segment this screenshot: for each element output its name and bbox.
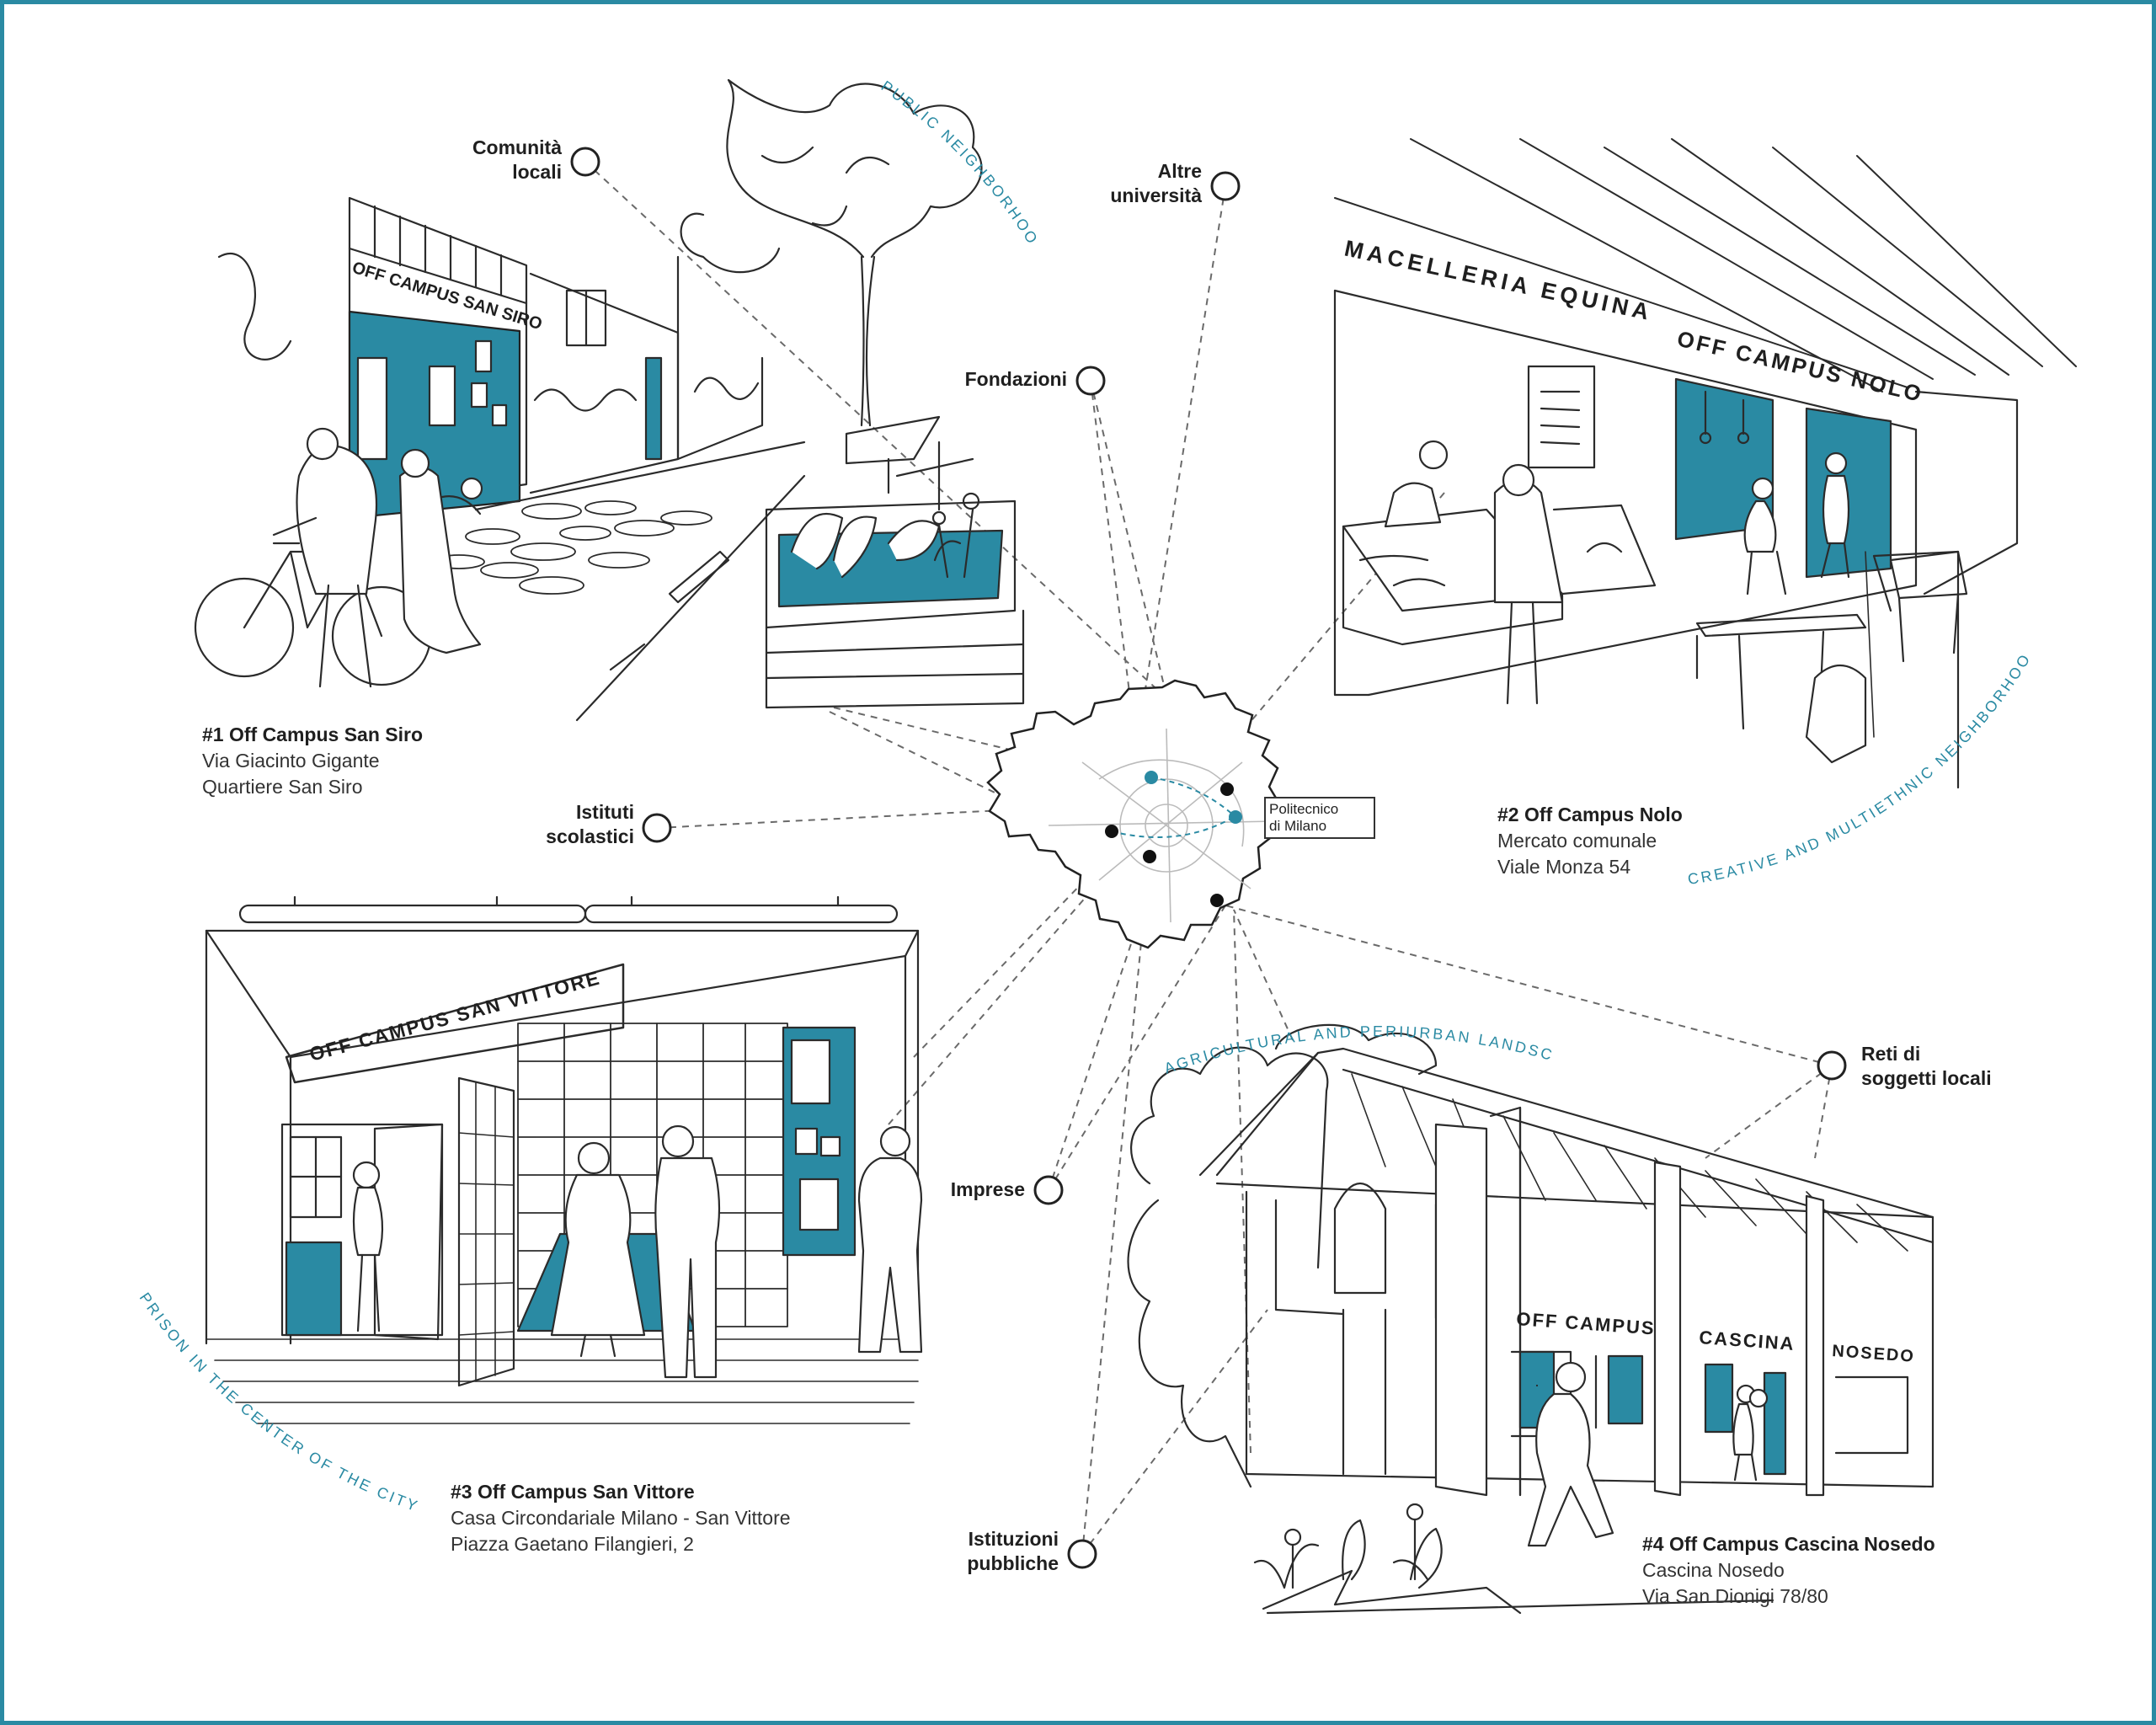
label-fondazioni: Fondazioni [914, 367, 1067, 392]
milan-map [988, 681, 1279, 948]
caption-line: Quartiere San Siro [202, 774, 423, 800]
caption-title: #4 Off Campus Cascina Nosedo [1642, 1531, 1935, 1557]
arc-public: PUBLIC NEIGHBORHOOD [4, 4, 1042, 248]
caption-line: Mercato comunale [1497, 828, 1683, 854]
node-imprese [1035, 1177, 1062, 1204]
caption-line: Via San Dionigi 78/80 [1642, 1583, 1935, 1610]
label-istituzioni: Istituzioni pubbliche [914, 1527, 1059, 1576]
scene-nolo [1335, 139, 2076, 788]
node-fondazioni [1077, 367, 1104, 394]
scene-planter [681, 80, 1023, 708]
caption-san-siro: #1 Off Campus San Siro Via Giacinto Giga… [202, 722, 423, 800]
label-reti: Reti di soggetti locali [1861, 1042, 2047, 1091]
sign-macelleria: MACELLERIA EQUINA [1342, 236, 1656, 326]
node-reti [1818, 1052, 1845, 1079]
caption-line: Cascina Nosedo [1642, 1557, 1935, 1583]
label-altre-universita: Altre università [1074, 159, 1202, 208]
caption-title: #2 Off Campus Nolo [1497, 802, 1683, 828]
caption-nolo: #2 Off Campus Nolo Mercato comunale Vial… [1497, 802, 1683, 880]
node-istituti [643, 814, 670, 841]
caption-cascina: #4 Off Campus Cascina Nosedo Cascina Nos… [1642, 1531, 1935, 1610]
label-istituti: Istituti scolastici [510, 800, 634, 849]
sign-san-vittore: OFF CAMPUS SAN VITTORE [307, 966, 603, 1065]
caption-line: Piazza Gaetano Filangieri, 2 [451, 1531, 791, 1557]
caption-san-vittore: #3 Off Campus San Vittore Casa Circondar… [451, 1479, 791, 1557]
label-comunita: Comunità locali [442, 136, 562, 184]
caption-title: #3 Off Campus San Vittore [451, 1479, 791, 1505]
caption-line: Viale Monza 54 [1497, 854, 1683, 880]
node-istituzioni [1069, 1541, 1096, 1567]
node-comunita [572, 148, 599, 175]
illustration: OFF CAMPUS SAN SIRO MACELLERIA EQUINA OF… [4, 4, 2156, 1725]
caption-line: Via Giacinto Gigante [202, 748, 423, 774]
scene-san-siro [195, 198, 804, 720]
sign-cascina-2: CASCINA [1699, 1327, 1796, 1354]
node-altre-universita [1212, 173, 1239, 200]
label-imprese: Imprese [872, 1178, 1025, 1202]
caption-line: Casa Circondariale Milano - San Vittore [451, 1505, 791, 1531]
politecnico-label: Politecnico di Milano [1264, 797, 1375, 839]
caption-title: #1 Off Campus San Siro [202, 722, 423, 748]
sign-cascina-3: NOSEDO [1832, 1342, 1916, 1366]
sign-cascina-1: OFF CAMPUS [1516, 1308, 1657, 1338]
